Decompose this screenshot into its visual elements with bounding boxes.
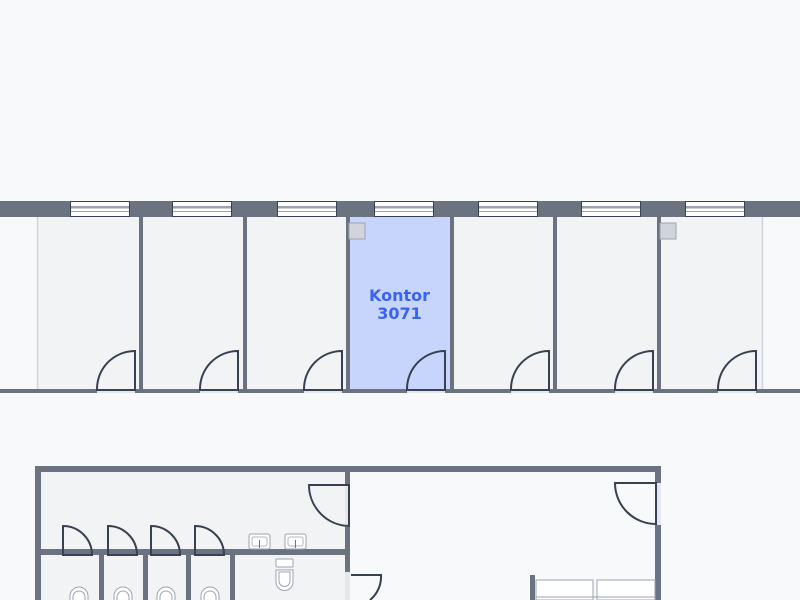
office-room-1[interactable] [38, 216, 140, 390]
toilet-icon [156, 586, 176, 600]
office-room-3071[interactable] [349, 216, 450, 390]
interior-walls [139, 216, 661, 392]
door-icon [62, 524, 94, 556]
door-icon [198, 349, 239, 393]
door-icon [509, 349, 550, 393]
room-label-3071[interactable]: Kontor 3071 [348, 287, 451, 323]
toilet-icon [275, 558, 294, 591]
cabinet-icon [596, 579, 656, 600]
office-room-5[interactable] [453, 216, 554, 390]
toilet-icon [72, 590, 86, 600]
toilet-icon [113, 586, 133, 600]
window-icon [277, 201, 337, 217]
door-icon [194, 524, 226, 556]
window-icon [581, 201, 641, 217]
room-name: Kontor [368, 286, 431, 305]
door-icon [95, 349, 136, 393]
door-opening [345, 485, 350, 527]
door-icon [716, 349, 757, 393]
door-opening [655, 483, 661, 525]
door-icon [150, 524, 182, 556]
office-room-2[interactable] [142, 216, 244, 390]
door-icon [107, 524, 139, 556]
windows [70, 201, 745, 217]
sink-icon [248, 533, 271, 550]
toilet-icon [203, 590, 217, 600]
door-icon [613, 482, 657, 526]
window-icon [70, 201, 130, 217]
corridor-wall [0, 389, 800, 393]
column-icon [348, 222, 366, 240]
cabinets [535, 579, 656, 600]
door-opening [345, 572, 350, 600]
toilet-icon [159, 590, 173, 600]
window-icon [478, 201, 538, 217]
window-icon [685, 201, 745, 217]
office-doors [95, 349, 757, 393]
toilet-icon [200, 586, 220, 600]
window-icon [374, 201, 434, 217]
window-icon [172, 201, 232, 217]
office-rooms [38, 216, 762, 390]
large-room[interactable] [350, 470, 658, 600]
door-icon [302, 349, 343, 393]
lower-doors [62, 482, 657, 600]
cabinet-icon [535, 579, 594, 600]
door-icon [613, 349, 654, 393]
door-icon [307, 484, 350, 528]
door-icon [351, 574, 383, 600]
toilet-icon [116, 590, 130, 600]
office-room-6[interactable] [557, 216, 658, 390]
lower-walls [35, 466, 661, 600]
toilets [69, 558, 294, 600]
office-room-3[interactable] [246, 216, 347, 390]
toilet-icon [69, 586, 89, 600]
door-icon [405, 349, 446, 393]
room-number: 3071 [377, 304, 422, 323]
sinks [248, 533, 307, 550]
column-icon [659, 222, 677, 240]
sink-icon [284, 533, 307, 550]
office-room-7[interactable] [660, 216, 762, 390]
